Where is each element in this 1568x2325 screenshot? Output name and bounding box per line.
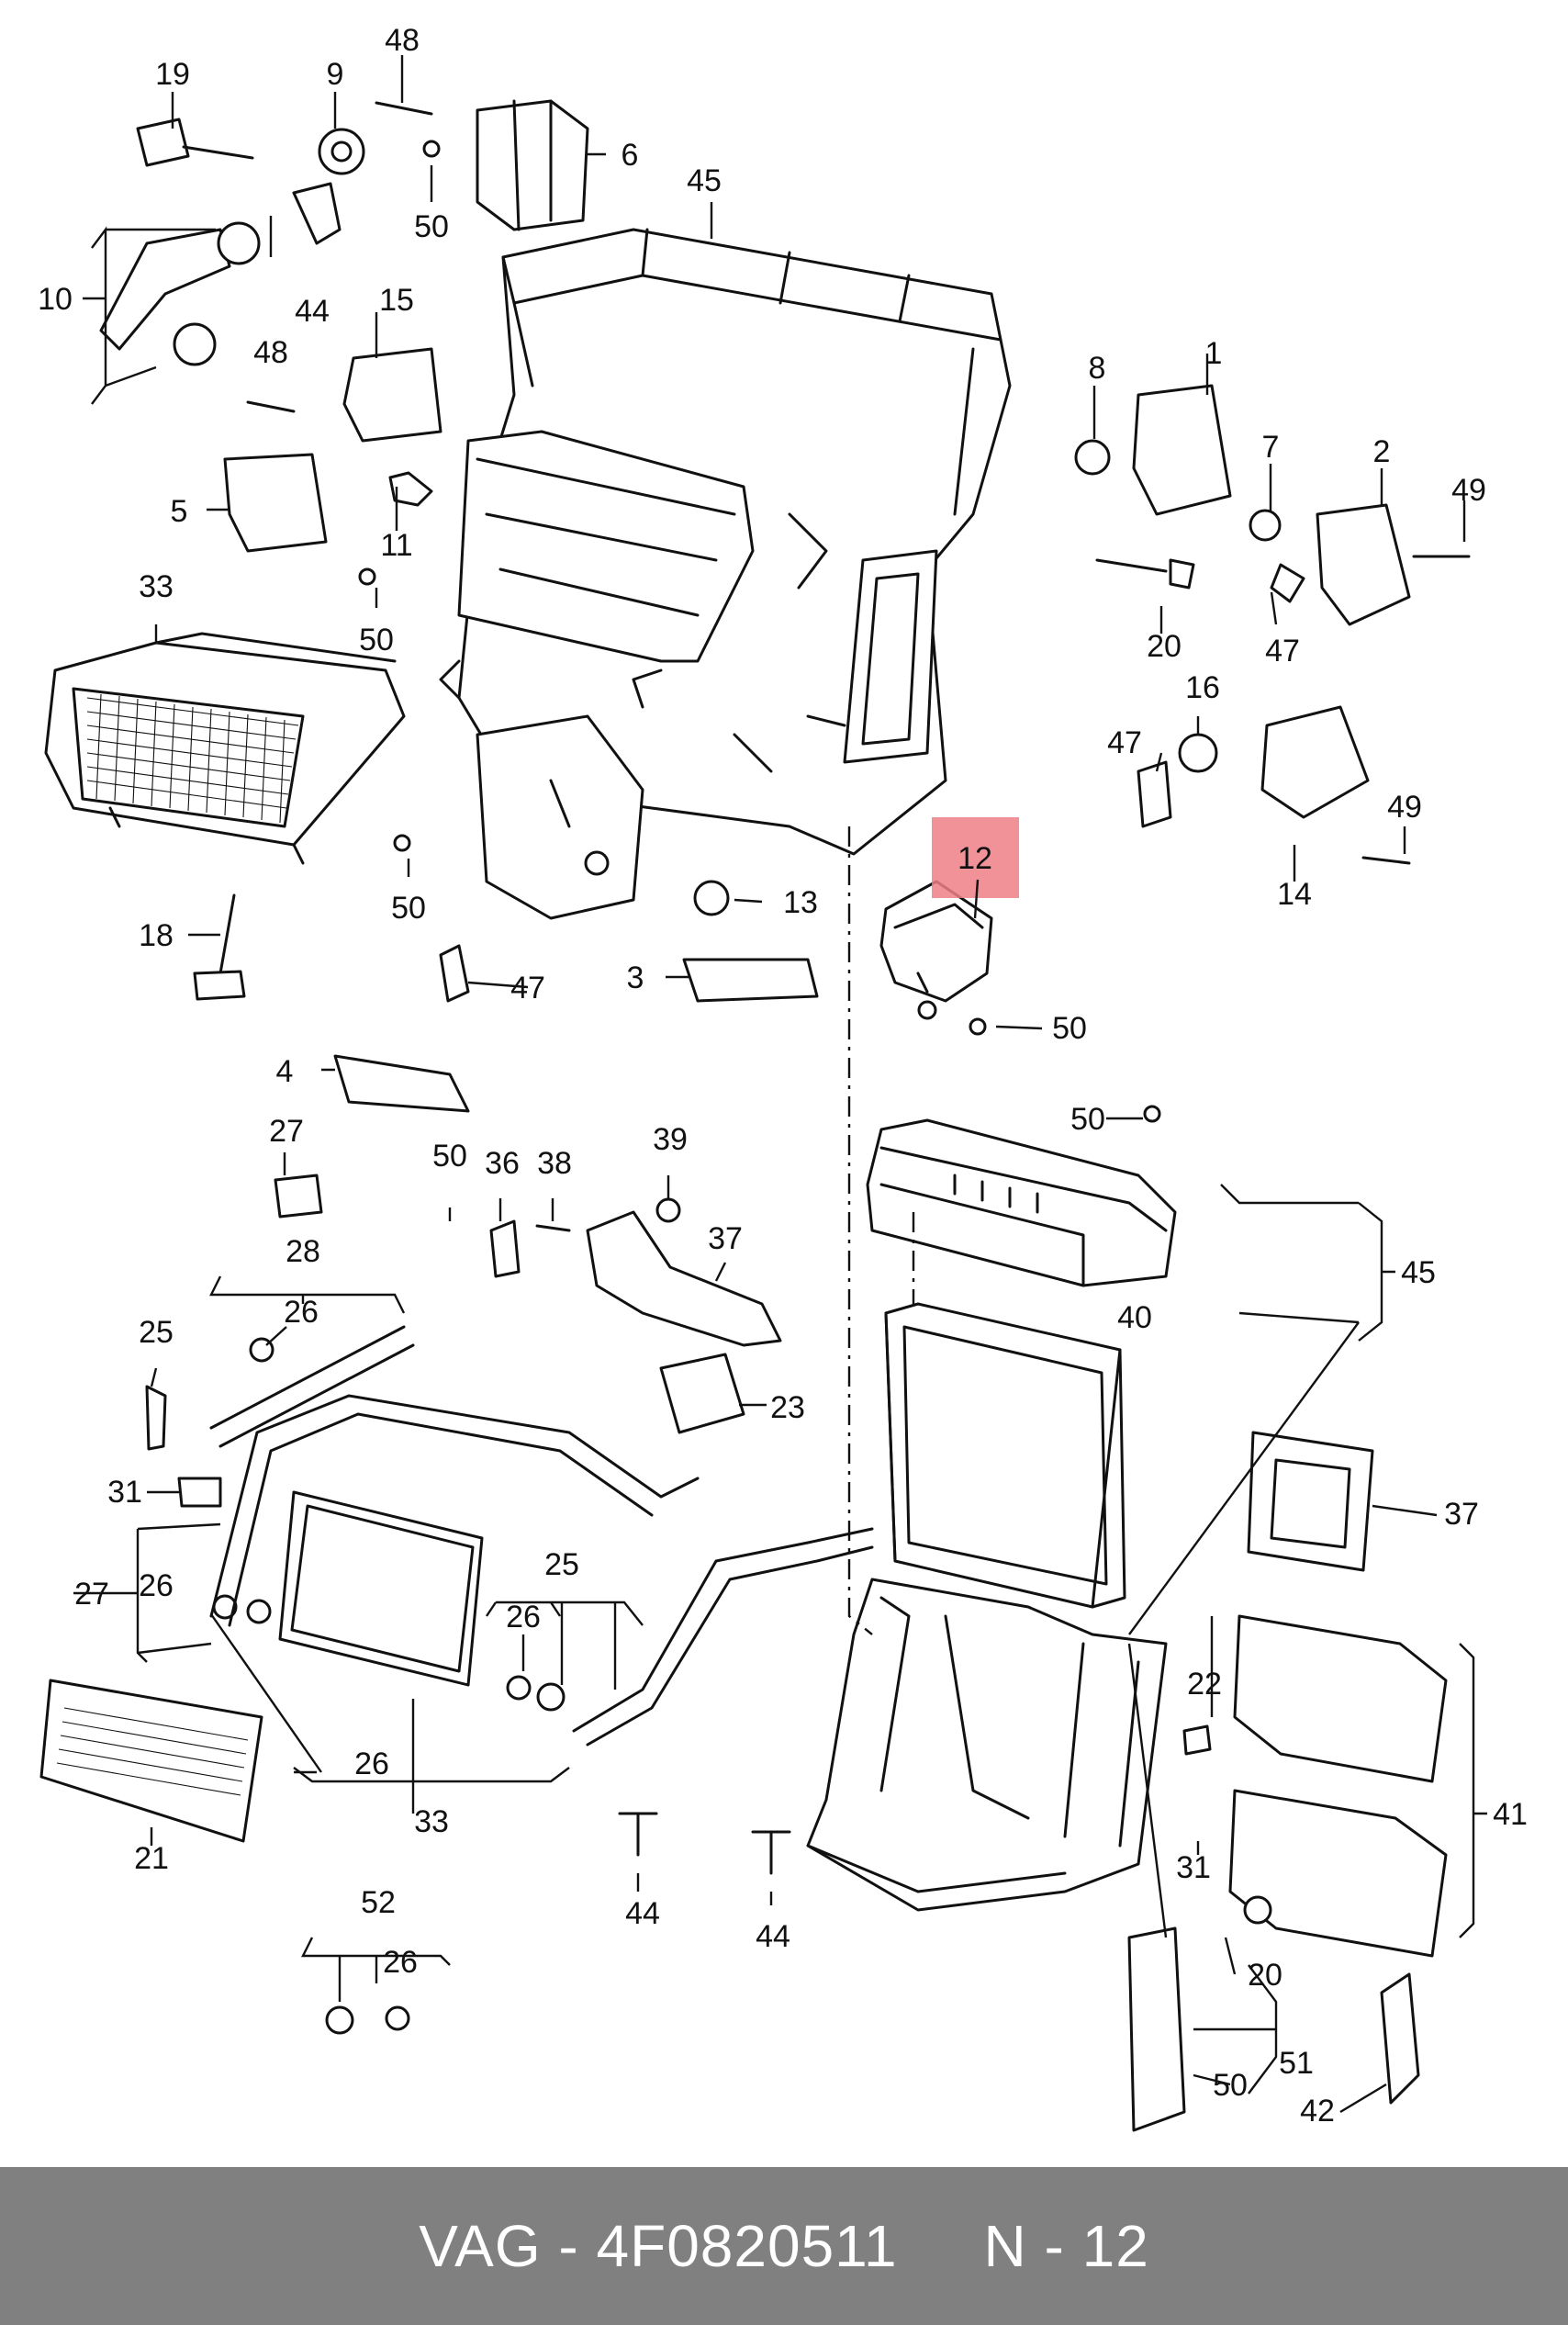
callout-label: 47 — [1265, 634, 1300, 668]
callout-label: 49 — [1451, 473, 1486, 508]
callout-label: 37 — [708, 1221, 743, 1256]
highlight-leader — [973, 879, 980, 919]
callout-label: 45 — [687, 163, 722, 198]
callout-label: 27 — [269, 1114, 304, 1149]
callout-label: 47 — [1107, 725, 1142, 760]
callout-label: 15 — [379, 283, 414, 318]
callout-label: 5 — [171, 494, 188, 529]
callout-label: 27 — [74, 1577, 109, 1612]
callout-label: 18 — [139, 918, 174, 953]
callout-label: 22 — [1187, 1667, 1222, 1702]
callout-label: 12 — [958, 841, 992, 876]
callout-label: 50 — [1052, 1011, 1087, 1046]
callout-label: 25 — [139, 1315, 174, 1350]
callout-label: 6 — [622, 138, 639, 173]
callout-label: 42 — [1300, 2094, 1335, 2128]
callout-label: 45 — [1401, 1255, 1436, 1290]
footer-part-number: 4F0820511 — [596, 2213, 898, 2279]
callout-label: 40 — [1117, 1300, 1152, 1335]
callout-label: 47 — [510, 971, 545, 1005]
callout-labels: 19 9 48 6 50 45 10 44 15 48 5 11 50 33 1… — [38, 23, 1528, 2128]
callout-label: 52 — [361, 1885, 396, 1920]
fresh-air-inlet-part — [44, 632, 406, 865]
callout-label: 20 — [1248, 1958, 1282, 1993]
callout-label: 11 — [380, 528, 412, 563]
callout-label: 10 — [38, 282, 73, 317]
callout-label: 31 — [1176, 1850, 1211, 1885]
lower-housing-part — [806, 1578, 1168, 1912]
callout-label: 26 — [383, 1945, 418, 1980]
callout-label: 48 — [385, 23, 420, 58]
evaporator-frame-part — [866, 1118, 1177, 1287]
callout-label: 26 — [139, 1568, 174, 1603]
callout-label: 50 — [359, 623, 394, 657]
callout-label: 37 — [1444, 1497, 1479, 1532]
callout-label: 2 — [1373, 434, 1391, 469]
heater-housing-part — [439, 228, 1012, 920]
callout-label: 13 — [783, 885, 818, 920]
leader-lines — [73, 55, 1487, 2114]
callout-label: 49 — [1387, 790, 1422, 825]
callout-label: 50 — [391, 891, 426, 926]
callout-label: 3 — [627, 960, 644, 995]
footer-brand: VAG — [419, 2213, 542, 2279]
callout-label: 23 — [770, 1390, 805, 1425]
callout-label: 44 — [295, 294, 330, 329]
callout-label: 33 — [139, 569, 174, 604]
callout-label: 38 — [537, 1146, 572, 1181]
callout-label: 50 — [1213, 2068, 1248, 2103]
callout-label: 26 — [354, 1747, 389, 1781]
highlight-box — [932, 817, 1019, 898]
callout-label: 9 — [327, 57, 344, 92]
callout-label: 1 — [1205, 336, 1223, 371]
callout-label: 19 — [155, 57, 190, 92]
callout-label: 41 — [1493, 1797, 1528, 1832]
callout-label: 14 — [1277, 877, 1312, 912]
callout-label: 8 — [1089, 351, 1106, 386]
callout-label: 44 — [625, 1896, 660, 1931]
callout-label: 44 — [756, 1919, 790, 1954]
callout-label: 39 — [653, 1122, 688, 1157]
parts-exploded-diagram: 19 9 48 6 50 45 10 44 15 48 5 11 50 33 1… — [38, 23, 1528, 2132]
callout-label: 28 — [286, 1234, 320, 1269]
footer-position-label: N - 12 — [983, 2213, 1149, 2279]
small-parts — [39, 99, 1471, 2132]
callout-label: 21 — [134, 1841, 169, 1876]
servo-motor-12-part — [879, 880, 993, 1020]
callout-label: 16 — [1185, 670, 1220, 705]
callout-label: 25 — [544, 1547, 579, 1582]
callout-label: 26 — [506, 1600, 541, 1634]
assembly-line — [847, 826, 873, 1635]
inlet-grille-pattern — [86, 693, 299, 824]
callout-label: 31 — [107, 1475, 142, 1510]
callout-label: 50 — [414, 209, 449, 244]
callout-label: 26 — [284, 1295, 319, 1330]
callout-label: 50 — [1070, 1102, 1105, 1137]
callout-label: 7 — [1262, 430, 1280, 465]
evaporator-core-part — [884, 1302, 1126, 1609]
callout-label: 20 — [1147, 629, 1182, 664]
callout-label: 50 — [432, 1139, 467, 1174]
callout-label: 36 — [485, 1146, 520, 1181]
callout-label: 48 — [253, 335, 288, 370]
callout-label: 33 — [414, 1804, 449, 1839]
footer-caption: VAG - 4F0820511 N - 12 — [419, 2213, 1149, 2279]
callout-label: 4 — [276, 1054, 294, 1089]
footer-bar: VAG - 4F0820511 N - 12 — [0, 2167, 1568, 2325]
callout-label: 51 — [1279, 2046, 1314, 2081]
